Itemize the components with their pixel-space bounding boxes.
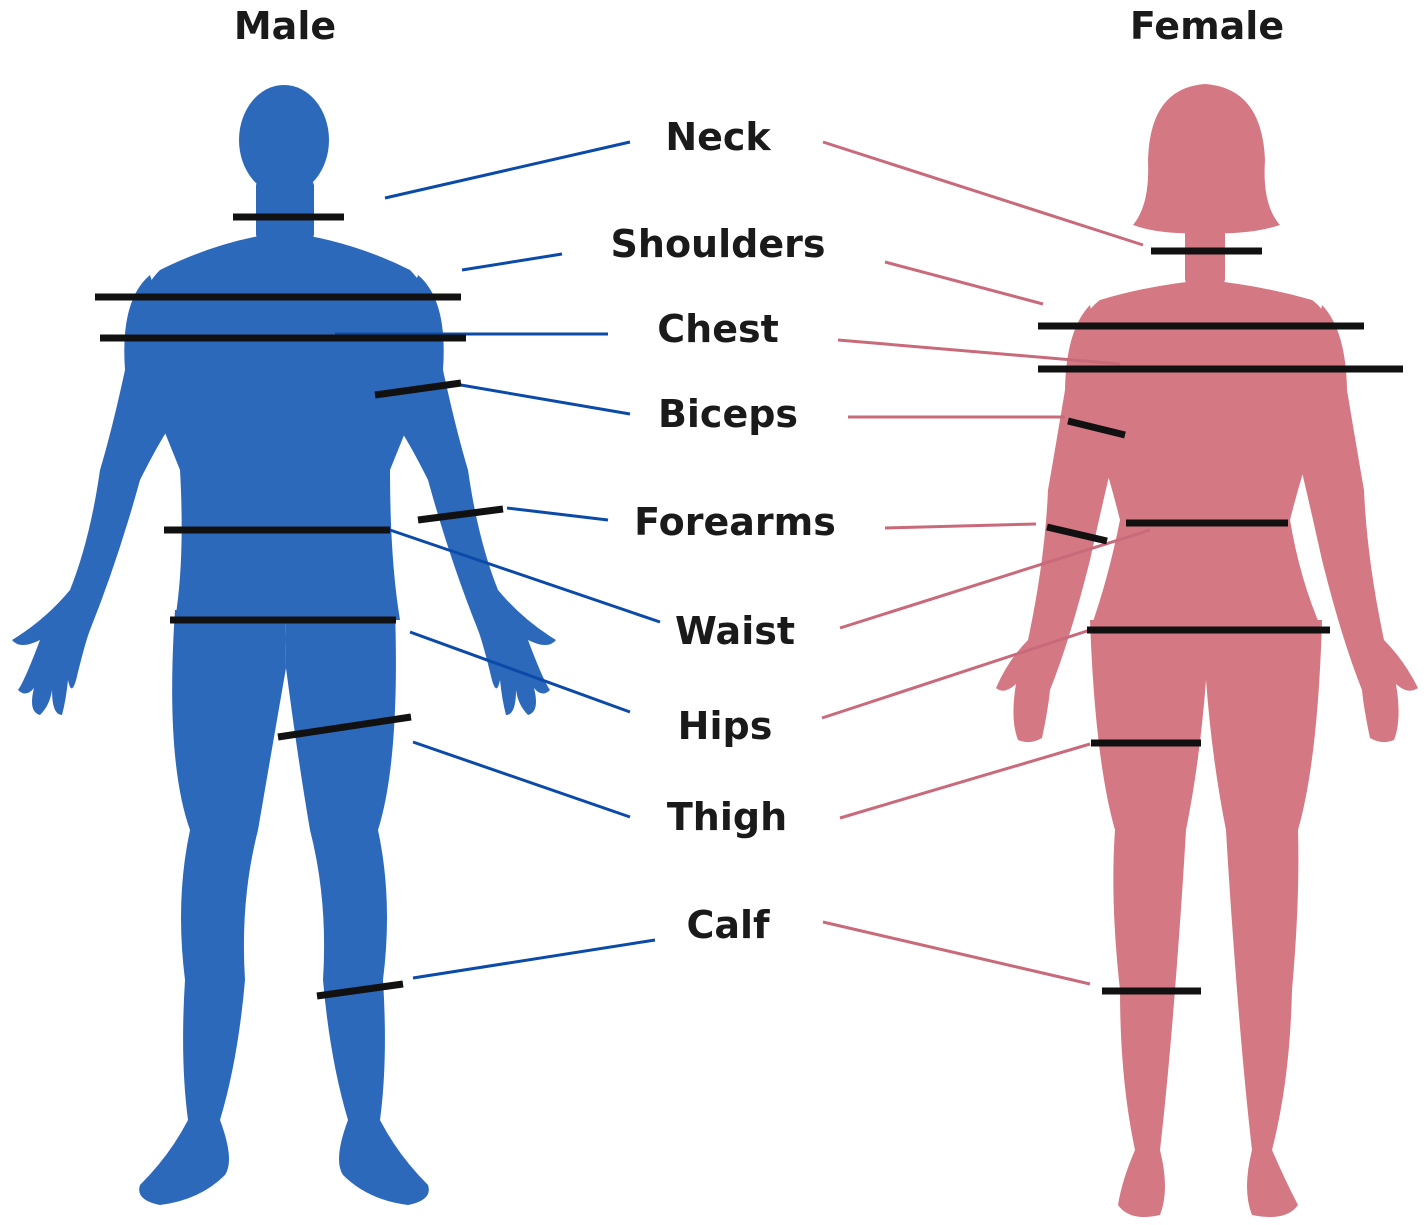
female-hair <box>1133 84 1280 233</box>
label-hips: Hips <box>678 704 773 748</box>
label-forearms: Forearms <box>634 500 836 544</box>
male-head <box>239 85 329 195</box>
label-shoulders: Shoulders <box>611 222 826 266</box>
male-neck <box>256 180 314 240</box>
male-calf-leader <box>413 940 655 978</box>
female-left-leg <box>1090 620 1206 1217</box>
male-torso <box>134 232 435 620</box>
male-forearms-leader <box>507 508 608 520</box>
label-chest: Chest <box>657 307 779 351</box>
female-shoulders-leader <box>885 262 1043 304</box>
male-heading: Male <box>234 4 336 48</box>
label-waist: Waist <box>675 609 795 653</box>
male-thigh-leader <box>413 742 630 817</box>
female-neck-leader <box>823 142 1143 245</box>
label-calf: Calf <box>686 903 769 947</box>
male-neck-leader <box>385 142 630 198</box>
male-right-leg <box>285 610 429 1205</box>
female-neck <box>1185 225 1225 285</box>
female-heading: Female <box>1130 4 1284 48</box>
male-waist-leader <box>390 530 660 622</box>
label-neck: Neck <box>665 115 770 159</box>
female-thigh-leader <box>840 744 1090 818</box>
male-silhouette <box>12 85 556 1205</box>
male-shoulders-leader <box>462 254 562 270</box>
label-biceps: Biceps <box>658 392 798 436</box>
female-forearms-leader <box>885 524 1036 528</box>
female-leader-lines <box>822 142 1150 984</box>
label-thigh: Thigh <box>667 795 787 839</box>
female-right-leg <box>1206 620 1322 1217</box>
male-biceps-leader <box>455 384 630 414</box>
male-left-leg <box>139 610 286 1205</box>
female-calf-leader <box>823 922 1090 984</box>
